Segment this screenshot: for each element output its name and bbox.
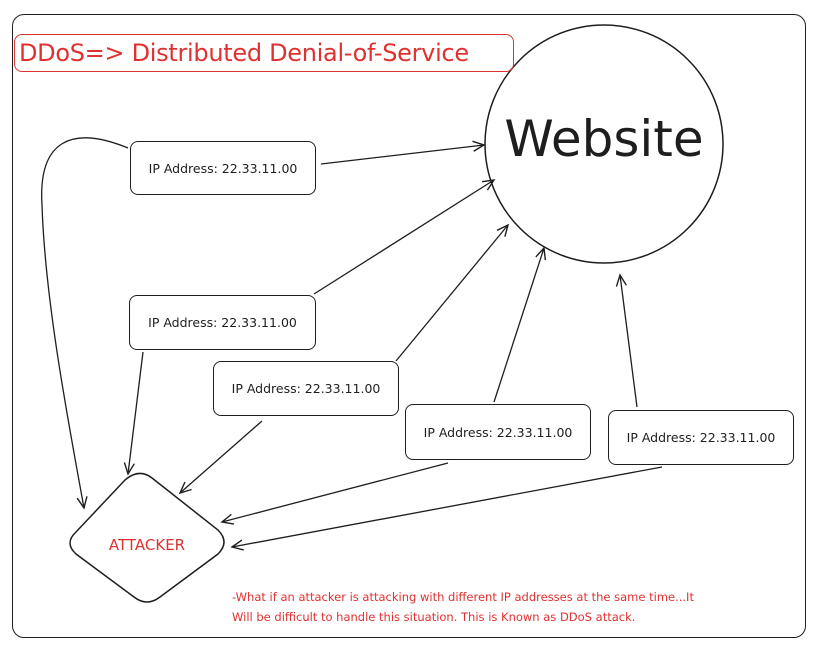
note-line-2: Will be difficult to handle this situati… bbox=[232, 610, 636, 624]
arrow-ip5-to-website bbox=[615, 273, 638, 408]
arrow-ip2-to-website bbox=[313, 179, 496, 295]
ip-box-1: IP Address: 22.33.11.00 bbox=[130, 141, 316, 195]
note-line-1: -What if an attacker is attacking with d… bbox=[232, 590, 694, 604]
arrow-ip5-to-attacker bbox=[230, 466, 663, 551]
ip-box-2: IP Address: 22.33.11.00 bbox=[129, 295, 316, 350]
arrow-ip3-to-website bbox=[395, 223, 510, 362]
arrow-ip1-to-website bbox=[320, 140, 486, 165]
arrow-ip4-to-website bbox=[493, 246, 547, 403]
diagram-title: DDoS=> Distributed Denial-of-Service bbox=[19, 39, 469, 67]
ip-box-3-label: IP Address: 22.33.11.00 bbox=[231, 381, 381, 396]
ip-box-5-label: IP Address: 22.33.11.00 bbox=[626, 430, 776, 445]
ip-box-4: IP Address: 22.33.11.00 bbox=[405, 404, 591, 460]
ip-box-5: IP Address: 22.33.11.00 bbox=[608, 410, 794, 465]
arrow-ip3-to-attacker bbox=[178, 420, 263, 495]
arrow-ip2-to-attacker bbox=[123, 351, 144, 476]
title-box: DDoS=> Distributed Denial-of-Service bbox=[14, 34, 514, 72]
ip-box-2-label: IP Address: 22.33.11.00 bbox=[148, 315, 297, 330]
attacker-label: ATTACKER bbox=[108, 536, 186, 554]
arrow-ip1-to-attacker bbox=[41, 137, 129, 510]
ip-box-3: IP Address: 22.33.11.00 bbox=[213, 361, 399, 416]
website-label: Website bbox=[504, 110, 704, 168]
arrow-ip4-to-attacker bbox=[220, 462, 449, 525]
explanation-note: -What if an attacker is attacking with d… bbox=[232, 587, 792, 627]
attacker-node bbox=[69, 472, 225, 603]
diagram-frame bbox=[12, 14, 806, 638]
ip-box-1-label: IP Address: 22.33.11.00 bbox=[148, 160, 298, 176]
ip-box-4-label: IP Address: 22.33.11.00 bbox=[423, 424, 573, 440]
